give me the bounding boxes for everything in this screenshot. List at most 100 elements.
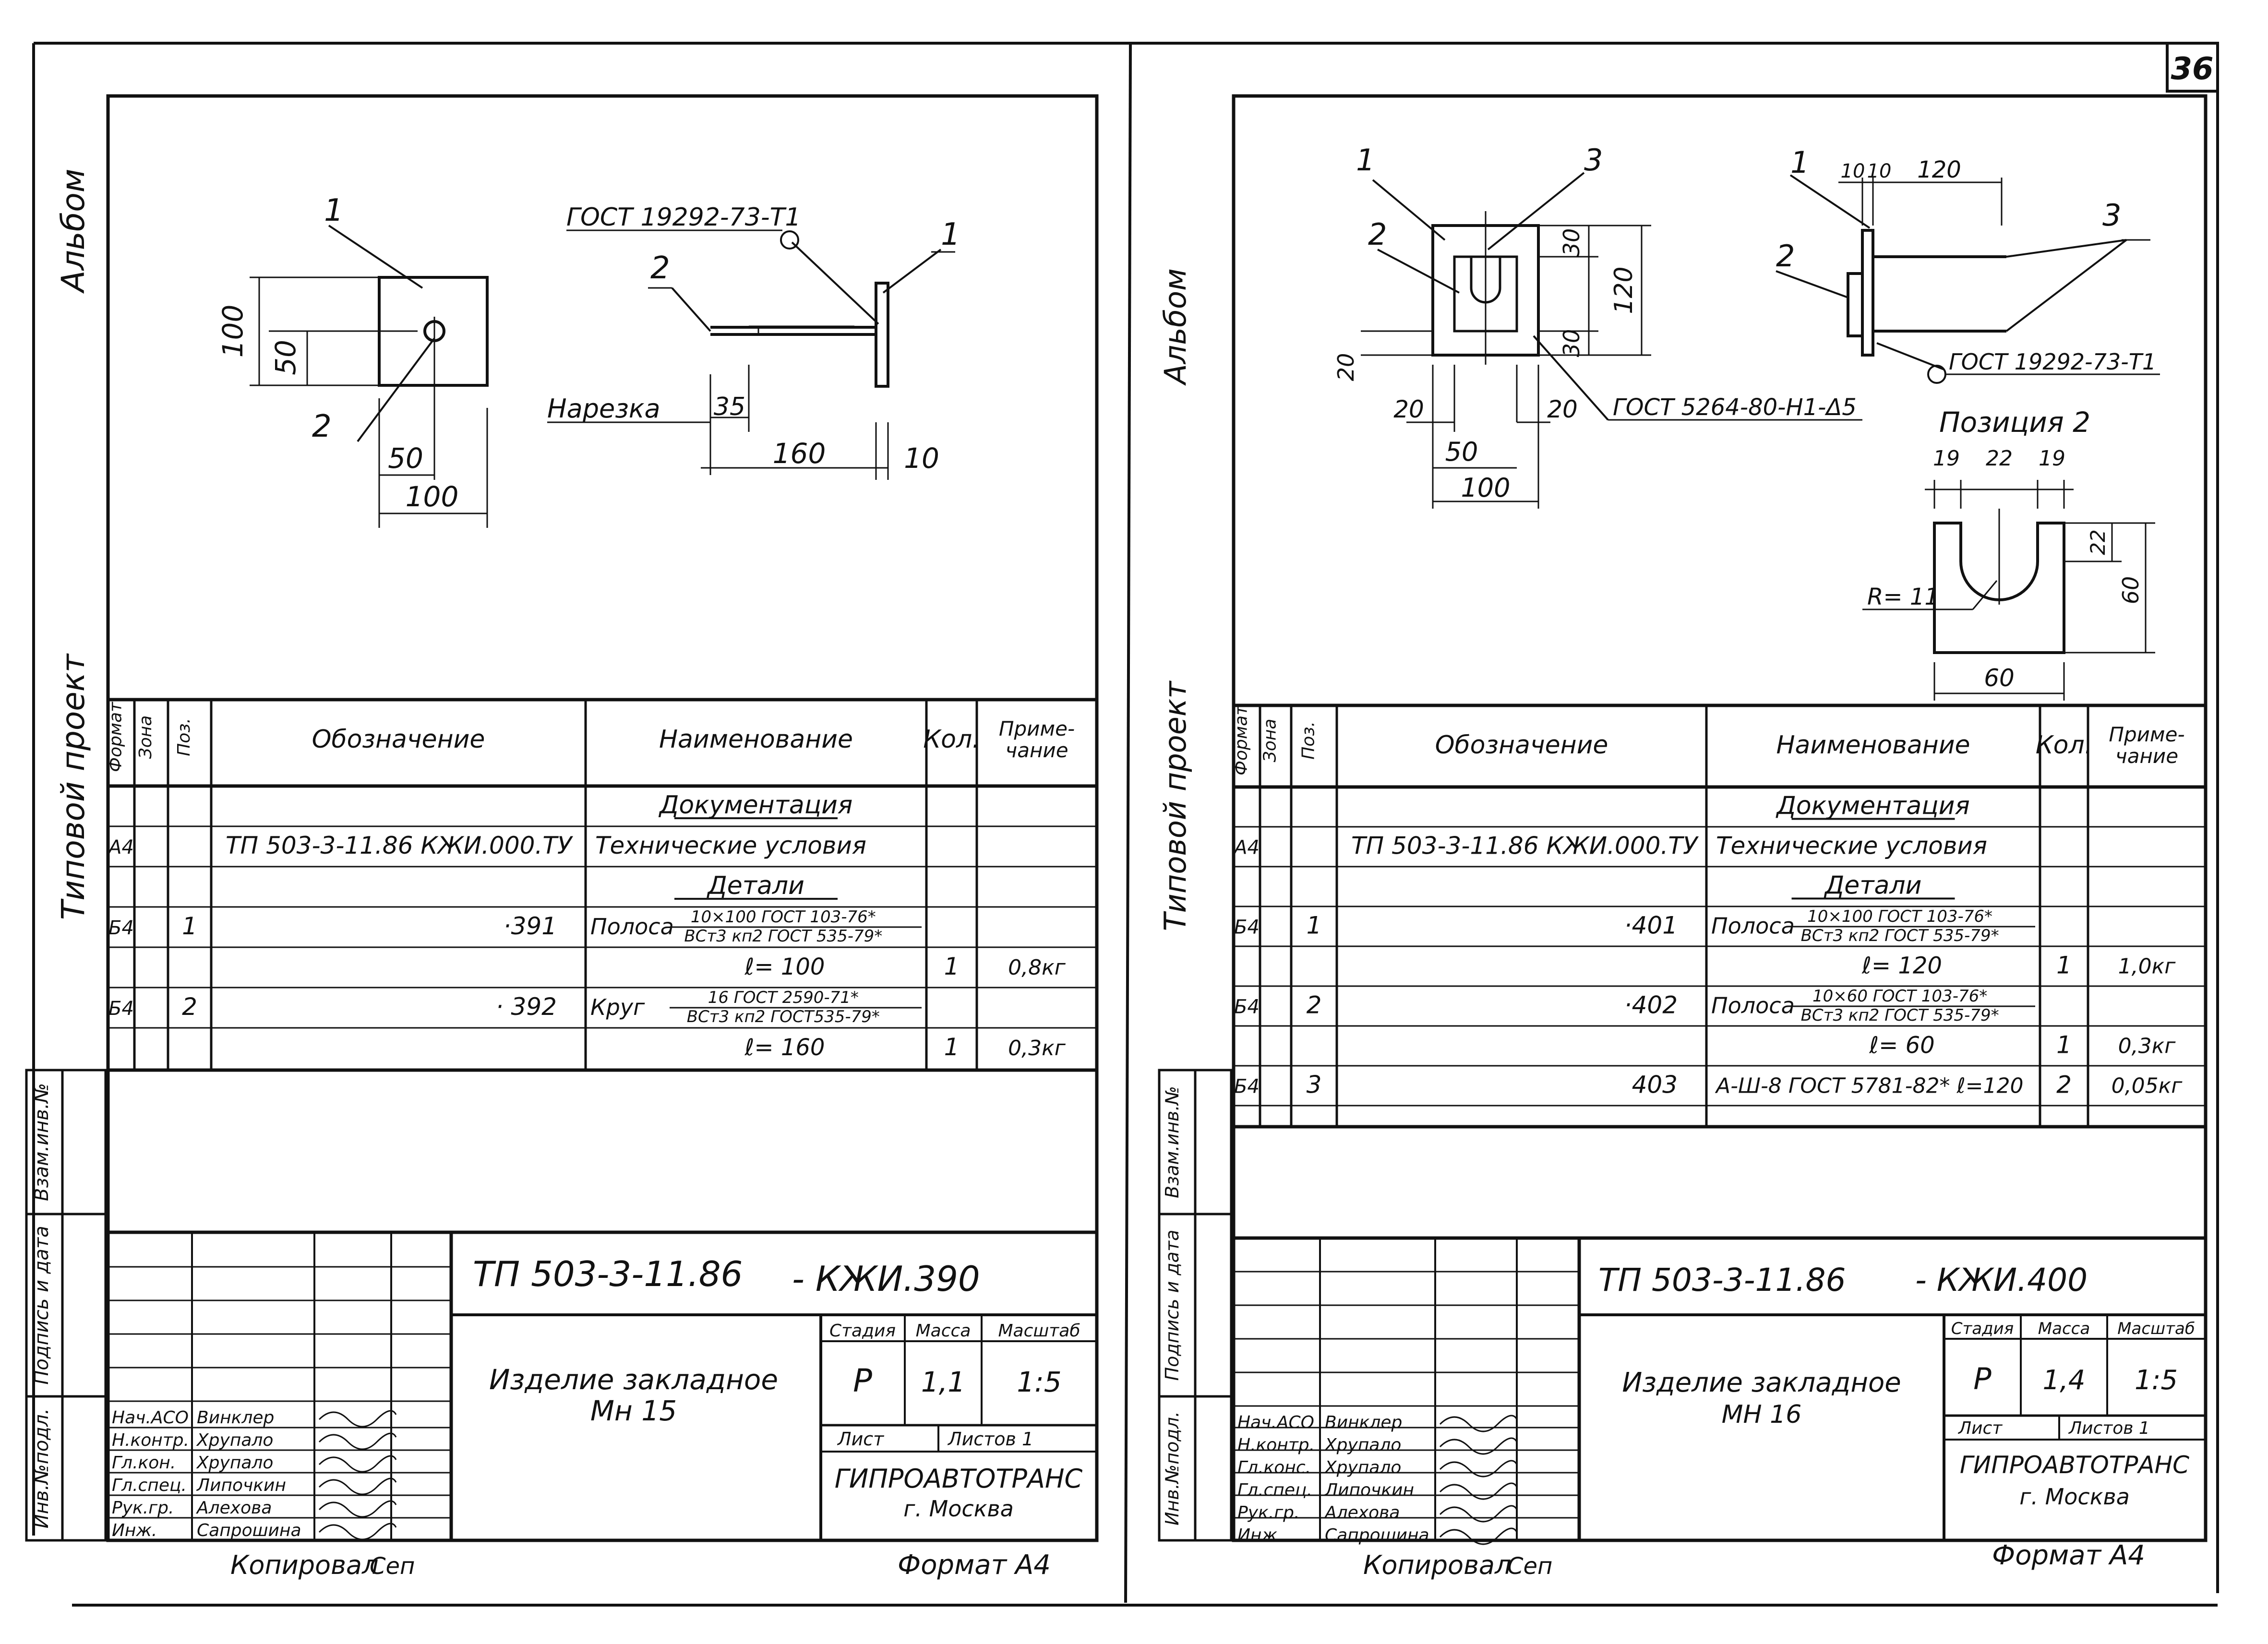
signer-role: Н.контр.	[112, 1430, 189, 1450]
signature-scribble	[318, 1500, 397, 1518]
side-inv-label: Инв.№подл.	[31, 1408, 53, 1529]
dim-20-right: 20	[1547, 395, 1578, 423]
position-2-title: Позиция 2	[1939, 406, 2090, 439]
page-number-box: 36	[2166, 42, 2219, 93]
org-name: ГИПРОАВТОТРАНС	[835, 1464, 1083, 1494]
mark-2: 2	[312, 409, 332, 444]
cell-note: 0,3кг	[1008, 1036, 1066, 1060]
cell-qty: 1	[2056, 951, 2072, 979]
side-stamp-strip	[1158, 1069, 1233, 1542]
drawing-labels-2: 1 3 2 1 3 2 30 120 30 20 20 20 50 100 10…	[1333, 143, 2156, 692]
cell-position: 2	[1307, 991, 1322, 1019]
signature-scribble	[1439, 1437, 1518, 1455]
signer-role: Рук.гр.	[112, 1498, 174, 1518]
pos-dim-19b: 19	[2039, 446, 2065, 471]
item-mark: МН 16	[1722, 1400, 1802, 1429]
dim-100-v: 100	[216, 305, 249, 358]
cell-qty: 2	[2056, 1071, 2072, 1098]
mark-1: 1	[1356, 143, 1375, 178]
table-header-6-b: чание	[1005, 739, 1068, 762]
sheet-left: Альбом Типовой проект Взам.инв.№ Подпись…	[25, 94, 1099, 1542]
table-header-1: Зона	[1260, 719, 1280, 762]
signature-scribble	[1439, 1460, 1518, 1477]
copied-label-right: Копировал	[1363, 1550, 1512, 1580]
table-header-6-b: чание	[2115, 744, 2178, 768]
cell-name: Полоса	[590, 914, 674, 940]
cell-name: ℓ= 160	[744, 1034, 825, 1061]
signer-name: Хрупало	[196, 1453, 273, 1473]
cell-name-bottom: ВСт3 кп2 ГОСТ 535-79*	[684, 927, 882, 946]
format-label-left: Формат А4	[898, 1549, 1051, 1581]
cell-format: Б4	[1234, 1075, 1260, 1097]
cell-note: 0,8кг	[1008, 955, 1066, 980]
drawing-view-1	[250, 225, 955, 528]
stage-value: Р	[1973, 1361, 1992, 1396]
dim-100-h: 100	[406, 480, 459, 513]
doc-code: ТП 503-3-11.86	[473, 1254, 743, 1294]
mass-label: Масса	[916, 1321, 971, 1341]
sheets-label: Листов 1	[947, 1429, 1033, 1450]
cell-section-title: Документация	[1776, 791, 1969, 820]
cell-name-top: 10×100 ГОСТ 103-76*	[691, 907, 876, 927]
pos-dim-22-v: 22	[2086, 529, 2110, 555]
cell-position: 3	[1307, 1071, 1322, 1098]
cell-name-bottom: ВСт3 кп2 ГОСТ 535-79*	[1801, 1006, 1999, 1025]
signer-role: Нач.АСО	[112, 1408, 189, 1428]
cell-position: 2	[182, 993, 197, 1021]
cell-qty: 1	[944, 953, 960, 980]
table-header-3: Обозначение	[312, 725, 485, 754]
dim-120-h: 120	[1917, 156, 1961, 183]
table-header-4: Наименование	[659, 725, 853, 754]
signer-role: Гл.кон.	[112, 1453, 176, 1473]
cell-section-title: Документация	[659, 791, 852, 820]
title-block-1-text: ТП 503-3-11.86 - КЖИ.390 Изделие закладн…	[473, 1254, 1083, 1522]
dim-30-bot: 30	[1559, 329, 1584, 357]
dim-160: 160	[773, 437, 826, 470]
cell-name-top: 10×100 ГОСТ 103-76*	[1807, 907, 1992, 926]
org-city: г. Москва	[903, 1496, 1014, 1522]
cell-format: Б4	[108, 917, 134, 939]
pos-dim-60-v: 60	[2118, 576, 2144, 605]
table-header-0: Формат	[106, 702, 126, 772]
list-label: Лист	[837, 1429, 885, 1450]
side-project-label: Типовой проект	[55, 653, 92, 920]
item-name: Изделие закладное	[1622, 1367, 1901, 1398]
narezka-note: Нарезка	[547, 393, 660, 424]
org-city: г. Москва	[2019, 1484, 2130, 1510]
signature-scribble	[318, 1410, 397, 1428]
table-header-2: Поз.	[174, 718, 194, 756]
signer-name: Алехова	[1324, 1503, 1400, 1523]
table-header-1: Зона	[136, 715, 156, 759]
doc-code: ТП 503-3-11.86	[1598, 1262, 1846, 1299]
cell-position: 1	[1307, 911, 1322, 939]
cell-name: ℓ= 100	[744, 953, 825, 980]
table-header-5: Кол.	[923, 725, 980, 754]
side-album-label: Альбом	[1158, 268, 1193, 386]
cell-qty: 1	[2056, 1031, 2072, 1059]
copied-sign-left: Сеп	[370, 1553, 415, 1580]
side-vzam-label: Взам.инв.№	[1162, 1086, 1183, 1198]
cell-name: ℓ= 120	[1861, 952, 1942, 979]
signer-name: Хрупало	[1324, 1435, 1401, 1455]
cell-name: Полоса	[1711, 992, 1795, 1018]
mass-value: 1,1	[921, 1366, 965, 1398]
cell-name: Технические условия	[1716, 832, 1987, 859]
title-block-1	[108, 1230, 1097, 1540]
spec-table-2	[1234, 703, 2206, 1129]
mark-3b: 3	[2102, 198, 2121, 233]
cell-designation: ТП 503-3-11.86 КЖИ.000.ТУ	[1351, 832, 1699, 859]
signer-role: Гл.спец.	[1237, 1480, 1312, 1500]
table-header-6: Приме-	[999, 717, 1075, 740]
cell-format: Б4	[108, 998, 134, 1020]
table-header-6: Приме-	[2109, 723, 2184, 746]
doc-code-suffix: - КЖИ.390	[792, 1259, 980, 1299]
copied-sign-right: Сеп	[1507, 1553, 1552, 1580]
dim-50-v: 50	[269, 340, 302, 375]
org-name: ГИПРОАВТОТРАНС	[1960, 1451, 2189, 1479]
signature-scribble	[318, 1477, 397, 1495]
signer-name: Сапрошина	[1325, 1525, 1429, 1545]
title-block-2-text: ТП 503-3-11.86 - КЖИ.400 Изделие закладн…	[1598, 1262, 2195, 1510]
